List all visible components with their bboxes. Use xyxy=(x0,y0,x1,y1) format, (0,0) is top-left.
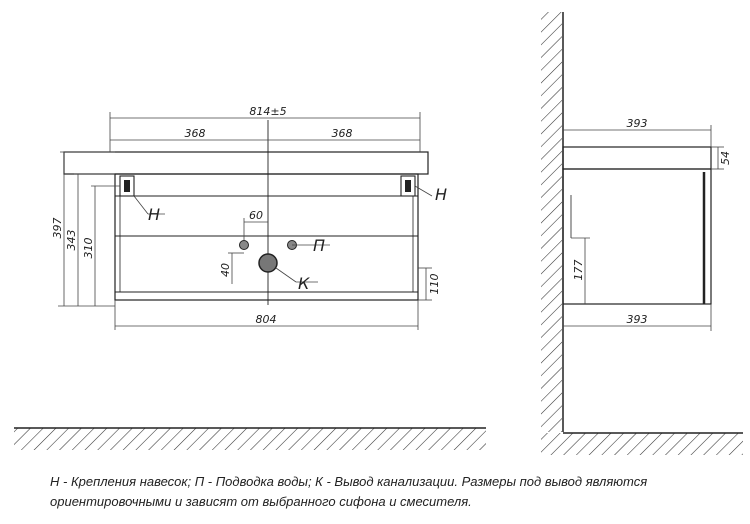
front-view xyxy=(63,120,429,305)
label-mount-left: H xyxy=(148,205,160,224)
floor-hatch-right xyxy=(541,433,743,455)
wall-hatch xyxy=(541,12,562,432)
dim-half-right: 368 xyxy=(332,127,353,140)
cabinet-side xyxy=(562,168,712,305)
dim-top-thickness: 54 xyxy=(719,151,732,165)
label-water: П xyxy=(313,236,325,255)
dim-offset-60: 60 xyxy=(249,209,263,222)
countertop-side xyxy=(562,146,712,170)
dim-height-110: 110 xyxy=(428,274,441,295)
dim-height-177: 177 xyxy=(572,260,585,281)
caption-line-2: ориентировочными и зависят от выбранного… xyxy=(50,494,472,509)
legend-caption: Н - Крепления навесок; П - Подводка воды… xyxy=(50,472,730,512)
floor-hatch-left xyxy=(14,428,486,450)
drain-outlet xyxy=(258,253,278,273)
front-dimensions xyxy=(58,112,433,330)
cabinet-body-front xyxy=(114,173,419,301)
dim-height-343: 343 xyxy=(65,230,78,251)
countertop-front xyxy=(63,151,429,175)
caption-line-1: Н - Крепления навесок; П - Подводка воды… xyxy=(50,474,648,489)
water-inlet-left xyxy=(239,240,249,250)
dim-depth-bottom: 393 xyxy=(627,313,648,326)
floors xyxy=(14,427,743,455)
dim-height-310: 310 xyxy=(82,238,95,259)
side-view: 393 54 177 393 xyxy=(541,12,732,432)
technical-drawing: 814±5 368 368 397 343 310 60 40 110 804 … xyxy=(14,12,743,455)
label-mount-right: H xyxy=(435,185,447,204)
dim-half-left: 368 xyxy=(185,127,206,140)
dim-depth-top: 393 xyxy=(627,117,648,130)
dim-height-397: 397 xyxy=(51,218,64,239)
front-labels: 814±5 368 368 397 343 310 60 40 110 804 … xyxy=(51,105,447,326)
dim-width-804: 804 xyxy=(256,313,277,326)
dim-width-total: 814±5 xyxy=(249,105,286,118)
dim-offset-40: 40 xyxy=(219,263,232,277)
label-drain: К xyxy=(298,274,310,293)
